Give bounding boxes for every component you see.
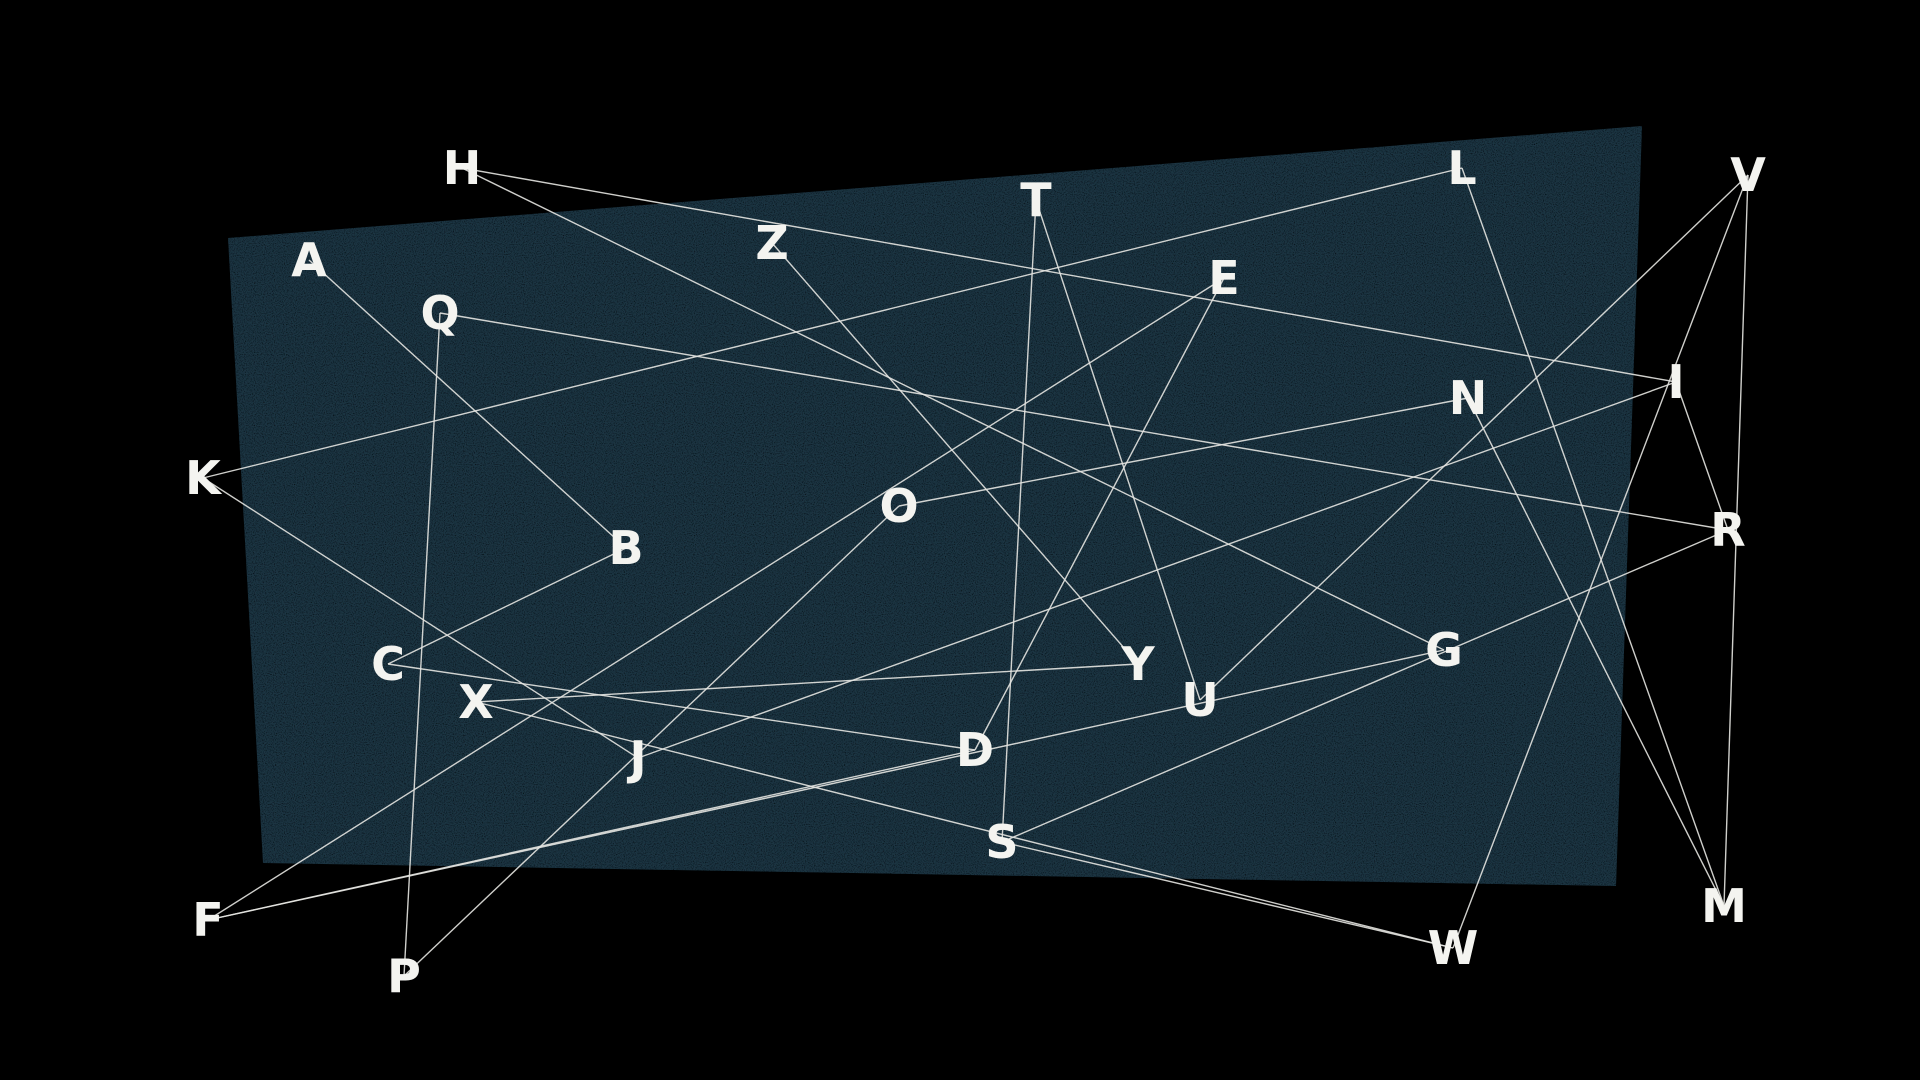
edge-v-m — [1723, 174, 1749, 907]
edge-s-w — [1001, 841, 1454, 949]
node-y: Y — [1120, 637, 1155, 691]
node-h: H — [443, 141, 482, 195]
node-w: W — [1428, 921, 1479, 975]
edge-g-h — [461, 167, 1445, 651]
node-c: C — [371, 637, 405, 691]
node-label-layer: A B C D E F G H I J K L M N O P Q R S T U V W X Y Z — [185, 141, 1766, 1003]
node-o: O — [879, 479, 918, 533]
node-u: U — [1181, 673, 1218, 727]
edge-x-y — [475, 663, 1139, 703]
edge-f-d — [207, 749, 976, 921]
edge-y-z — [771, 242, 1139, 665]
node-i: I — [1667, 355, 1684, 409]
edge-q-r — [439, 312, 1729, 531]
node-g: G — [1425, 623, 1463, 677]
edge-l-m — [1461, 167, 1725, 907]
edge-n-o — [898, 397, 1469, 507]
edge-s-t — [1001, 199, 1037, 843]
node-k: K — [185, 451, 223, 505]
node-a: A — [291, 233, 327, 287]
edge-r-i — [1675, 381, 1729, 531]
edge-k-l — [202, 167, 1463, 479]
edge-r-s — [1001, 529, 1729, 843]
edge-h-i — [461, 167, 1677, 383]
edge-u-v — [1199, 174, 1749, 701]
edge-w-x — [475, 701, 1454, 949]
node-f: F — [192, 893, 223, 947]
edge-c-d — [387, 663, 976, 751]
node-l: L — [1447, 141, 1476, 195]
node-b: B — [608, 521, 643, 575]
node-t: T — [1020, 173, 1052, 227]
node-p: P — [387, 949, 421, 1003]
node-m: M — [1701, 879, 1747, 933]
edge-layer — [202, 167, 1749, 977]
edge-p-q — [403, 312, 441, 977]
node-e: E — [1208, 251, 1239, 305]
node-r: R — [1710, 503, 1745, 557]
node-s: S — [985, 815, 1018, 869]
node-j: J — [626, 731, 646, 785]
background-panel — [228, 126, 1642, 886]
edge-m-n — [1467, 397, 1725, 907]
edge-v-w — [1452, 174, 1749, 949]
node-d: D — [956, 723, 994, 777]
edge-t-u — [1035, 199, 1201, 701]
edge-j-k — [202, 477, 639, 759]
node-z: Z — [755, 216, 788, 270]
edge-o-p — [403, 505, 900, 977]
node-n: N — [1449, 371, 1488, 425]
edge-b-c — [387, 547, 627, 665]
node-q: Q — [420, 286, 459, 340]
edge-e-f — [207, 277, 1225, 921]
edge-a-b — [308, 259, 627, 549]
node-x: X — [458, 675, 493, 729]
node-v: V — [1730, 148, 1766, 202]
